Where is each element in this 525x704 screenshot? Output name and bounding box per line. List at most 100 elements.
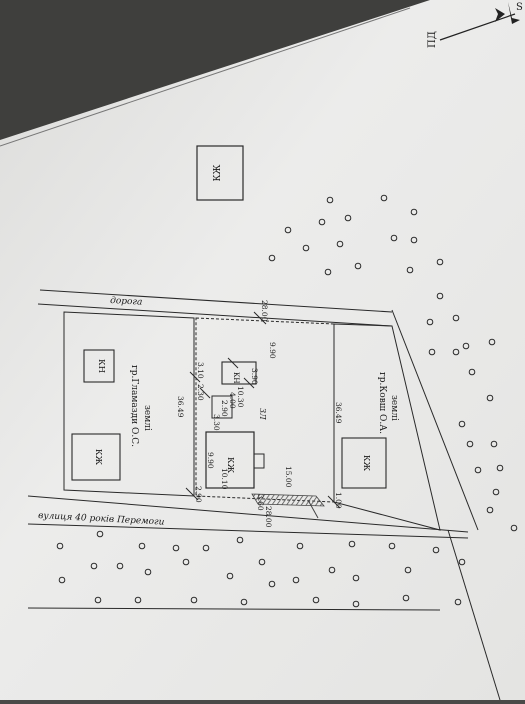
tree-symbol	[354, 262, 362, 270]
east-boundary-lower	[447, 529, 501, 701]
dim-10-30: 10.30	[236, 386, 245, 408]
tree-symbol	[292, 576, 300, 584]
left-owner-line2: гр.Гламазди О.С.	[129, 365, 139, 447]
frame-line	[0, 7, 411, 147]
building-kzh-right-label: КЖ	[361, 455, 371, 472]
tree-symbol	[328, 566, 336, 574]
building-kzh-subject-label: КЖ	[225, 457, 235, 474]
access-strip	[251, 493, 325, 507]
building-kn-left	[83, 349, 115, 383]
access-arrow	[307, 499, 319, 519]
boundary-ticks	[185, 311, 341, 509]
building-kzh-north-label: КЖ	[213, 164, 223, 181]
tree-symbol	[312, 596, 320, 604]
street-line-2	[27, 523, 469, 539]
tree-symbol	[510, 524, 518, 532]
tree-symbol	[296, 542, 304, 550]
dim-2-90-b: 2.90	[194, 486, 203, 503]
dim-2-30: 2.30	[196, 384, 205, 401]
tree-symbol	[404, 566, 412, 574]
tree-symbol	[240, 598, 248, 606]
tree-symbol	[402, 594, 410, 602]
tree-symbol	[268, 580, 276, 588]
tree-symbol	[182, 558, 190, 566]
right-owner-line2: гр.Ковш О.А.	[377, 372, 387, 434]
tree-symbol	[496, 464, 504, 472]
building-kn-subject-label: КН	[232, 372, 240, 384]
tree-symbol	[390, 234, 398, 242]
tree-symbol	[326, 196, 334, 204]
tree-symbol	[458, 558, 466, 566]
tree-symbol	[428, 348, 436, 356]
right-owner-line1: землі	[389, 395, 399, 421]
tree-symbol	[318, 218, 326, 226]
east-boundary	[391, 309, 479, 531]
tree-symbol	[268, 254, 276, 262]
building-kzh-north	[196, 145, 244, 201]
building-kzh-left-label: КЖ	[93, 449, 103, 466]
tree-symbol	[202, 544, 210, 552]
tree-symbol	[352, 600, 360, 608]
tree-symbol	[454, 598, 462, 606]
tree-symbol	[258, 558, 266, 566]
dimensions: 28.00 9.90 3.90 10.30 4.00 2.90 3.30 3.1…	[176, 300, 343, 528]
tree-symbol	[490, 440, 498, 448]
tree-symbol	[172, 544, 180, 552]
tree-symbol	[486, 394, 494, 402]
tree-symbol	[336, 240, 344, 248]
tree-symbol	[436, 292, 444, 300]
road-top-line-2	[37, 303, 393, 327]
dim-top-width: 28.00	[260, 300, 269, 322]
building-small-subject	[211, 395, 233, 419]
tree-symbol	[458, 420, 466, 428]
tree-symbol	[462, 342, 470, 350]
dim-right-depth: 36.49	[334, 402, 343, 424]
dim-3-30: 3.30	[212, 414, 221, 431]
tree-symbol	[486, 506, 494, 514]
dim-bottom-width: 28.00	[264, 506, 273, 528]
tree-symbol	[406, 266, 414, 274]
tree-symbol	[426, 318, 434, 326]
tree-symbol	[190, 596, 198, 604]
tree-symbol	[352, 574, 360, 582]
tree-symbol	[236, 536, 244, 544]
tree-symbol	[474, 466, 482, 474]
tree-symbol	[56, 542, 64, 550]
parcel-right	[333, 323, 441, 531]
tree-symbol	[138, 542, 146, 550]
street-line-1	[27, 495, 469, 533]
tree-symbol	[226, 572, 234, 580]
building-kn-left-label: КН	[96, 359, 106, 373]
compass-mark: S	[516, 2, 523, 13]
tree-symbol	[134, 596, 142, 604]
tree-symbol	[452, 348, 460, 356]
dim-3-90-a: 3.90	[250, 368, 259, 385]
tree-symbol	[410, 208, 418, 216]
tree-symbol	[302, 244, 310, 252]
tree-symbol	[432, 546, 440, 554]
dim-left-depth: 36.49	[176, 396, 185, 418]
tree-symbol	[344, 214, 352, 222]
tree-symbol	[116, 562, 124, 570]
tree-symbol	[324, 268, 332, 276]
road-top-line-1	[39, 289, 393, 313]
tree-symbol	[388, 542, 396, 550]
trees	[56, 194, 518, 608]
tree-symbol	[452, 314, 460, 322]
tree-symbol	[144, 568, 152, 576]
tree-symbol	[410, 236, 418, 244]
north-arrow: S ПД	[427, 2, 523, 48]
dim-1-00: 1.00	[334, 492, 343, 509]
plot-label: ЗЛ	[258, 408, 267, 420]
tree-symbol	[284, 226, 292, 234]
building-kzh-right	[341, 437, 387, 489]
tree-symbol	[58, 576, 66, 584]
dim-2-90: 2.90	[220, 400, 229, 417]
tree-symbol	[96, 530, 104, 538]
left-owner-line1: землі	[142, 405, 152, 431]
tree-symbol	[466, 440, 474, 448]
dim-15-00: 15.00	[284, 466, 293, 488]
